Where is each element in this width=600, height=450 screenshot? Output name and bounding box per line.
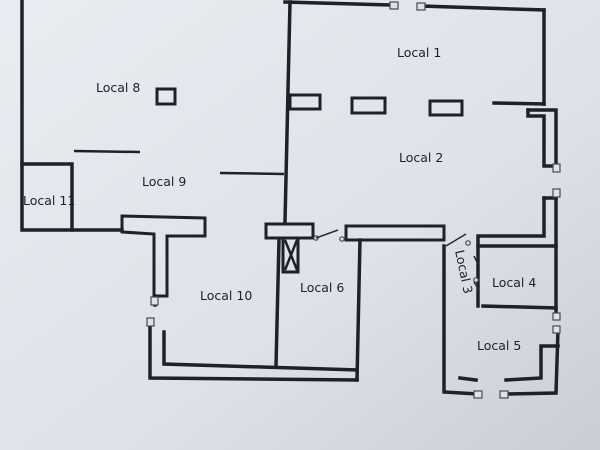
windows xyxy=(146,1,561,399)
room-labels: Local 1 Local 2 Local 3 Local 4 Local 5 … xyxy=(23,45,536,353)
window xyxy=(499,390,509,399)
door xyxy=(473,281,480,291)
window xyxy=(552,325,561,334)
door xyxy=(315,229,339,239)
room-label-local-11: Local 11 xyxy=(23,193,75,208)
window xyxy=(473,390,483,399)
room-label-local-4: Local 4 xyxy=(492,275,536,290)
walls-right-wing xyxy=(442,108,560,396)
walls-lintels xyxy=(155,87,546,117)
room-label-local-6: Local 6 xyxy=(300,280,344,295)
room-label-local-1: Local 1 xyxy=(397,45,441,60)
walls-corridor xyxy=(264,222,446,274)
window xyxy=(552,188,561,198)
window xyxy=(389,1,399,10)
room-label-local-2: Local 2 xyxy=(399,150,443,165)
window xyxy=(552,163,561,173)
walls-left-wing xyxy=(20,0,285,232)
door xyxy=(445,233,467,247)
room-label-local-10: Local 10 xyxy=(200,288,252,303)
doors xyxy=(313,229,480,291)
window xyxy=(146,317,155,327)
room-label-local-5: Local 5 xyxy=(477,338,521,353)
room-label-local-8: Local 8 xyxy=(96,80,140,95)
window xyxy=(552,312,561,321)
t-pillar xyxy=(120,214,207,298)
room-label-local-9: Local 9 xyxy=(142,174,186,189)
window xyxy=(416,2,426,11)
walls-center xyxy=(283,0,546,224)
door xyxy=(473,255,479,265)
window xyxy=(150,296,159,306)
